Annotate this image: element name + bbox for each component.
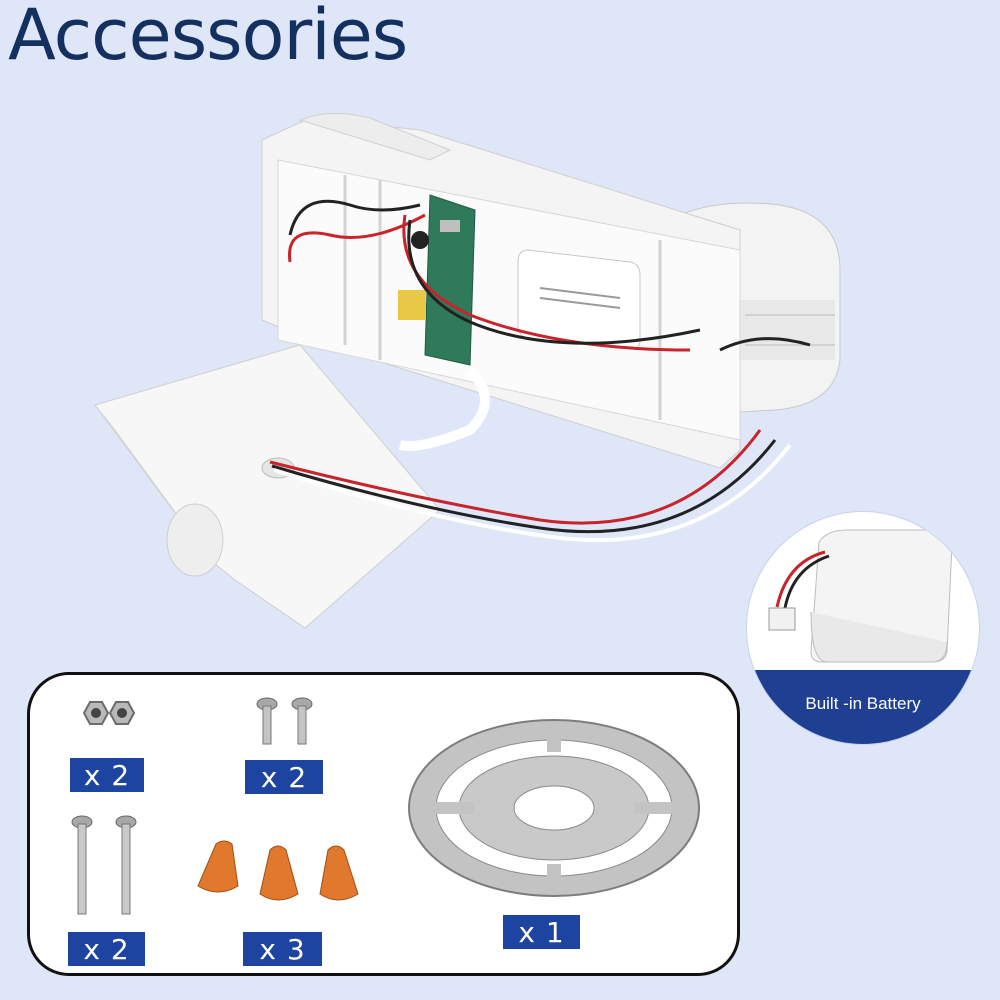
internal-wires — [288, 199, 701, 352]
housing — [261, 112, 741, 469]
battery-image — [768, 529, 953, 663]
internal-battery — [517, 249, 641, 350]
page-title: Accessories — [8, 0, 408, 76]
nuts-qty-label: x 2 — [70, 758, 144, 792]
mounting-plate-icon — [408, 719, 700, 897]
cover-plate — [94, 344, 441, 629]
battery-label: Built -in Battery — [805, 694, 921, 713]
battery-inset: Built -in Battery — [747, 512, 979, 744]
short-screws-qty-label: x 2 — [245, 760, 323, 794]
battery-label-band — [747, 670, 979, 744]
long-screw-icon — [71, 815, 137, 915]
hex-nut-icon — [82, 701, 136, 725]
wire-nuts-qty-label: x 3 — [243, 932, 322, 966]
mounting-plate-qty-label: x 1 — [503, 915, 580, 949]
short-screw-icon — [256, 697, 313, 745]
lead-wires — [269, 337, 811, 543]
product-image — [94, 112, 841, 629]
long-screws-qty-label: x 2 — [68, 932, 145, 966]
circuit-board — [398, 194, 476, 366]
accessories-panel — [27, 672, 740, 976]
wire-nut-icon — [197, 840, 359, 901]
